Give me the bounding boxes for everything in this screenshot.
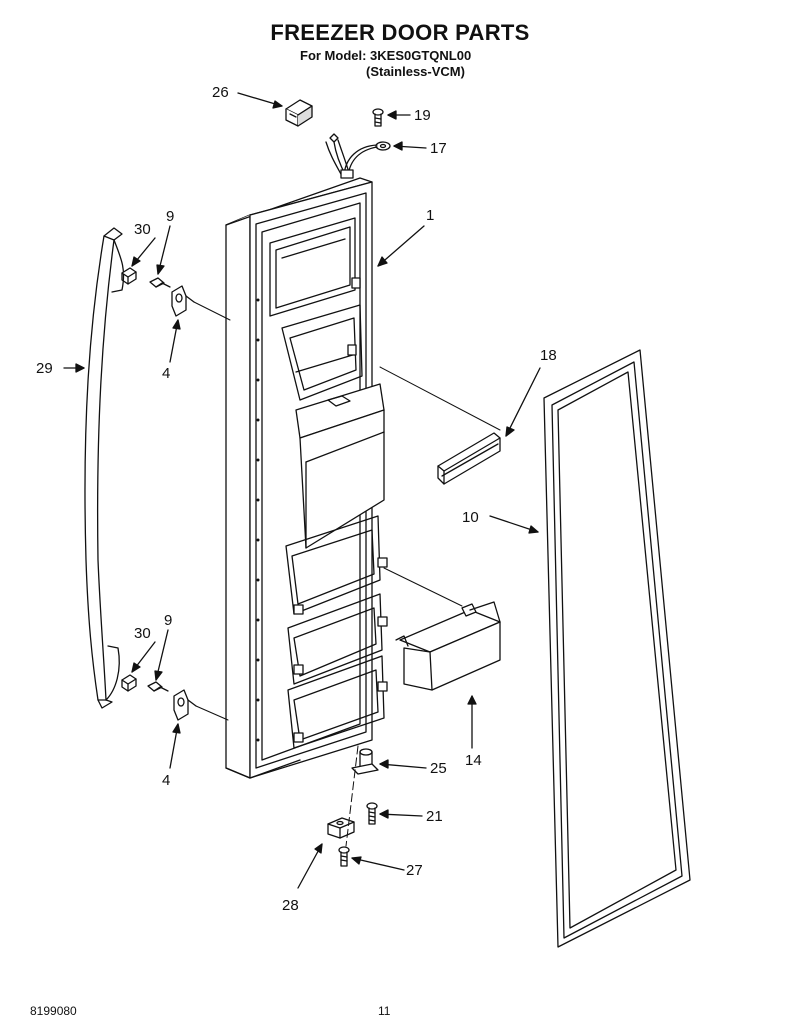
callout-25: 25 [430,760,447,777]
callout-labels: 26 19 17 1 30 9 4 29 18 10 30 9 4 25 14 … [36,84,557,914]
callout-30-lower: 30 [134,625,151,642]
callout-27: 27 [406,862,423,879]
finish-line: (Stainless-VCM) [366,64,465,79]
assembly-lines [193,301,501,847]
page-number: 11 [378,1004,391,1018]
part-14-bin [395,601,501,691]
document-number: 8199080 [30,1004,77,1018]
callout-14: 14 [465,752,482,769]
callout-1: 1 [426,207,434,224]
part-1-freezer-door [225,177,388,779]
callout-26: 26 [212,84,229,101]
callout-9-upper: 9 [166,208,174,225]
part-27-screw [338,846,350,867]
page-title: FREEZER DOOR PARTS [270,20,530,45]
part-17-wire-harness [325,133,391,179]
part-19-screw [372,108,384,127]
upper-handle-fasteners [121,267,195,317]
callout-10: 10 [462,509,479,526]
callout-21: 21 [426,808,443,825]
callout-29: 29 [36,360,53,377]
callout-19: 19 [414,107,431,124]
callout-17: 17 [430,140,447,157]
leader-arrows [63,92,541,889]
part-26-connector [285,99,313,127]
model-line: For Model: 3KES0GTQNL00 [300,48,472,63]
callout-28: 28 [282,897,299,914]
part-28-hinge-bracket [327,817,355,839]
callout-4-lower: 4 [162,772,170,789]
part-10-gasket [543,349,691,948]
part-25-hinge-pin [351,748,379,775]
part-29-handle [84,227,125,709]
callout-30-upper: 30 [134,221,151,238]
callout-4-upper: 4 [162,365,170,382]
lower-handle-fasteners [121,674,197,721]
callout-18: 18 [540,347,557,364]
callout-9-lower: 9 [164,612,172,629]
part-21-screw [366,802,378,825]
part-18-trim-strip [437,432,501,485]
